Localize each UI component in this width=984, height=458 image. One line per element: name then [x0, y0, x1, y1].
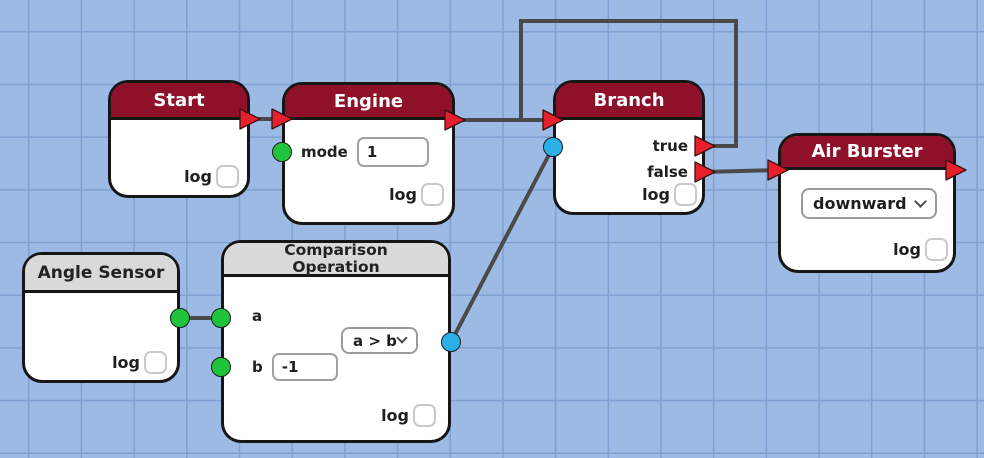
- log-checkbox[interactable]: [216, 165, 239, 188]
- b-input-label: b: [252, 358, 263, 376]
- direction-select-value: downward: [813, 194, 907, 213]
- engine-mode-in-port[interactable]: [272, 142, 292, 162]
- engine-exec-in-port[interactable]: [270, 107, 294, 131]
- branch-false-out-port[interactable]: [693, 160, 717, 184]
- comparison-result-out-port[interactable]: [441, 332, 461, 352]
- node-title: Air Burster: [811, 141, 923, 162]
- b-value-input[interactable]: [271, 353, 338, 381]
- engine-exec-out-port[interactable]: [443, 108, 467, 132]
- branch-true-out-port[interactable]: [693, 134, 717, 158]
- node-angle-sensor[interactable]: Angle Sensor log: [22, 252, 180, 383]
- operator-select[interactable]: a > b: [341, 327, 418, 354]
- operator-select-value: a > b: [353, 331, 397, 350]
- node-branch-header[interactable]: Branch: [556, 83, 702, 120]
- log-checkbox[interactable]: [925, 238, 948, 261]
- node-title: Comparison Operation: [284, 240, 388, 276]
- node-engine-header[interactable]: Engine: [285, 85, 452, 120]
- branch-condition-in-port[interactable]: [543, 137, 563, 157]
- log-label: log: [642, 185, 670, 204]
- node-comparison-header[interactable]: Comparison Operation: [224, 240, 448, 277]
- node-air-burster[interactable]: Air Burster downward log: [778, 133, 956, 273]
- node-engine[interactable]: Engine mode log: [282, 82, 455, 225]
- comparison-b-in-port[interactable]: [211, 357, 231, 377]
- log-checkbox[interactable]: [413, 404, 436, 427]
- node-title: Branch: [593, 89, 665, 111]
- log-checkbox[interactable]: [421, 183, 444, 206]
- node-title: Start: [153, 89, 205, 111]
- start-exec-out-port[interactable]: [238, 107, 262, 131]
- branch-exec-in-port[interactable]: [541, 108, 565, 132]
- log-checkbox[interactable]: [674, 183, 697, 206]
- air-burster-exec-in-port[interactable]: [766, 158, 790, 182]
- node-title: Angle Sensor: [37, 262, 165, 283]
- chevron-down-icon: [396, 332, 408, 344]
- false-output-label: false: [647, 163, 688, 181]
- log-label: log: [184, 167, 212, 186]
- mode-input[interactable]: [356, 137, 429, 167]
- chevron-down-icon: [914, 194, 927, 208]
- comparison-a-in-port[interactable]: [211, 308, 231, 328]
- log-label: log: [112, 353, 140, 372]
- log-label: log: [381, 406, 409, 425]
- wire-comparison-to-branch-cond: [449, 146, 555, 343]
- node-title: Engine: [333, 90, 404, 112]
- node-start-header[interactable]: Start: [111, 83, 247, 120]
- node-start[interactable]: Start log: [108, 80, 250, 198]
- direction-select[interactable]: downward: [801, 188, 937, 219]
- node-air-burster-header[interactable]: Air Burster: [781, 136, 953, 170]
- true-output-label: true: [652, 137, 688, 155]
- wire-branch-true-loopback: [519, 19, 738, 148]
- a-input-label: a: [252, 307, 263, 325]
- node-comparison-operation[interactable]: Comparison Operation a b a > b log: [221, 240, 451, 443]
- mode-label: mode: [301, 143, 348, 161]
- air-burster-exec-out-port[interactable]: [944, 158, 968, 182]
- log-label: log: [389, 185, 417, 204]
- wire-branch-false-to-airburster: [704, 168, 779, 174]
- node-angle-sensor-header[interactable]: Angle Sensor: [25, 255, 177, 293]
- node-branch[interactable]: Branch true false log: [553, 80, 705, 215]
- log-label: log: [893, 240, 921, 259]
- angle-sensor-out-port[interactable]: [170, 308, 190, 328]
- log-checkbox[interactable]: [144, 351, 167, 374]
